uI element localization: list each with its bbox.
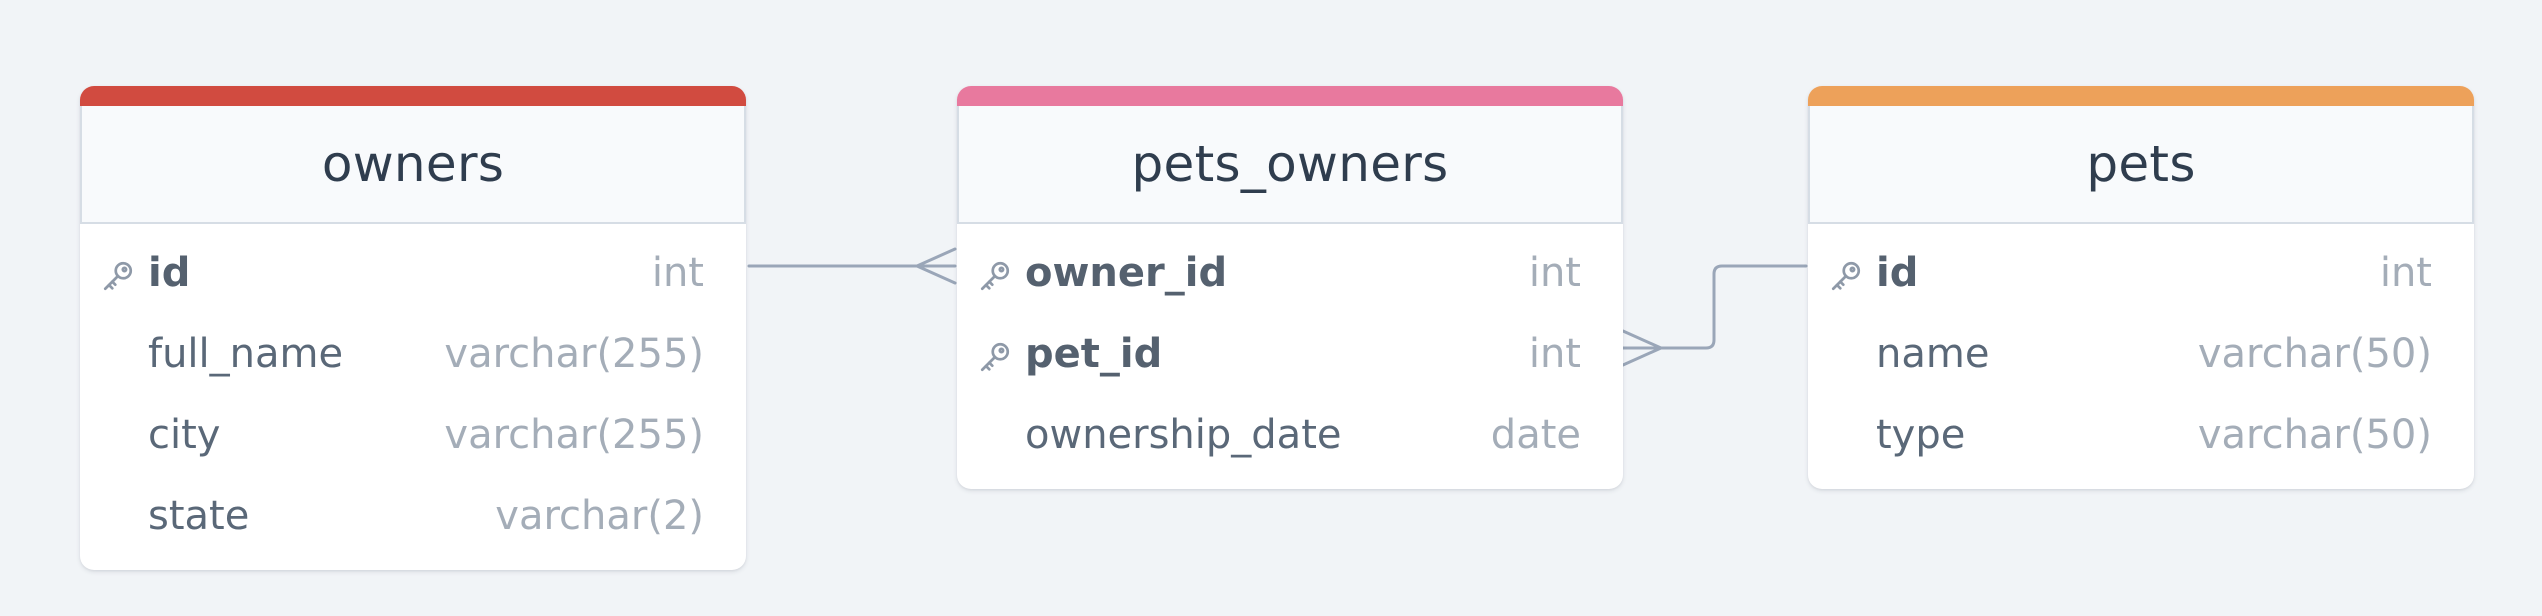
table-owners[interactable]: owners id int full_name varchar(255) cit… (80, 86, 746, 570)
column-row[interactable]: owner_id int (957, 232, 1623, 313)
connector-pets-to-pets-owners (1621, 264, 1808, 367)
key-icon (1831, 261, 1861, 291)
column-type: int (1528, 249, 1581, 296)
column-list: id int name varchar(50) type varchar(50) (1808, 224, 2474, 489)
column-type: varchar(2) (495, 492, 704, 539)
column-name: full_name (148, 330, 344, 377)
column-type: varchar(255) (444, 411, 704, 458)
table-color-bar (1808, 86, 2474, 106)
column-name: city (148, 411, 221, 458)
column-name: state (148, 492, 250, 539)
column-name: owner_id (1025, 249, 1228, 296)
table-header[interactable]: pets_owners (957, 106, 1623, 224)
key-icon (980, 342, 1010, 372)
table-pets[interactable]: pets id int name varchar(50) type varcha… (1808, 86, 2474, 489)
column-name: pet_id (1025, 330, 1163, 377)
column-name: id (148, 249, 191, 296)
table-color-bar (80, 86, 746, 106)
column-row[interactable]: pet_id int (957, 313, 1623, 394)
column-row[interactable]: id int (1808, 232, 2474, 313)
table-title: owners (321, 135, 505, 193)
key-icon (103, 261, 133, 291)
column-row[interactable]: type varchar(50) (1808, 394, 2474, 475)
table-header[interactable]: owners (80, 106, 746, 224)
column-type: int (651, 249, 704, 296)
column-name: ownership_date (1025, 411, 1342, 458)
column-type: int (2379, 249, 2432, 296)
table-header[interactable]: pets (1808, 106, 2474, 224)
column-row[interactable]: name varchar(50) (1808, 313, 2474, 394)
column-row[interactable]: state varchar(2) (80, 475, 746, 556)
column-row[interactable]: full_name varchar(255) (80, 313, 746, 394)
table-pets-owners[interactable]: pets_owners owner_id int pet_id int (957, 86, 1623, 489)
column-row[interactable]: ownership_date date (957, 394, 1623, 475)
table-color-bar (957, 86, 1623, 106)
column-type: date (1490, 411, 1581, 458)
column-list: id int full_name varchar(255) city varch… (80, 224, 746, 570)
key-icon (980, 261, 1010, 291)
connector-owners-to-pets-owners (747, 247, 957, 285)
column-name: id (1876, 249, 1919, 296)
column-name: type (1876, 411, 1966, 458)
column-row[interactable]: id int (80, 232, 746, 313)
table-title: pets (2086, 135, 2196, 193)
column-name: name (1876, 330, 1990, 377)
column-type: varchar(50) (2197, 330, 2432, 377)
column-type: int (1528, 330, 1581, 377)
column-row[interactable]: city varchar(255) (80, 394, 746, 475)
table-title: pets_owners (1131, 135, 1449, 193)
column-type: varchar(50) (2197, 411, 2432, 458)
column-type: varchar(255) (444, 330, 704, 377)
column-list: owner_id int pet_id int ownership_date d… (957, 224, 1623, 489)
